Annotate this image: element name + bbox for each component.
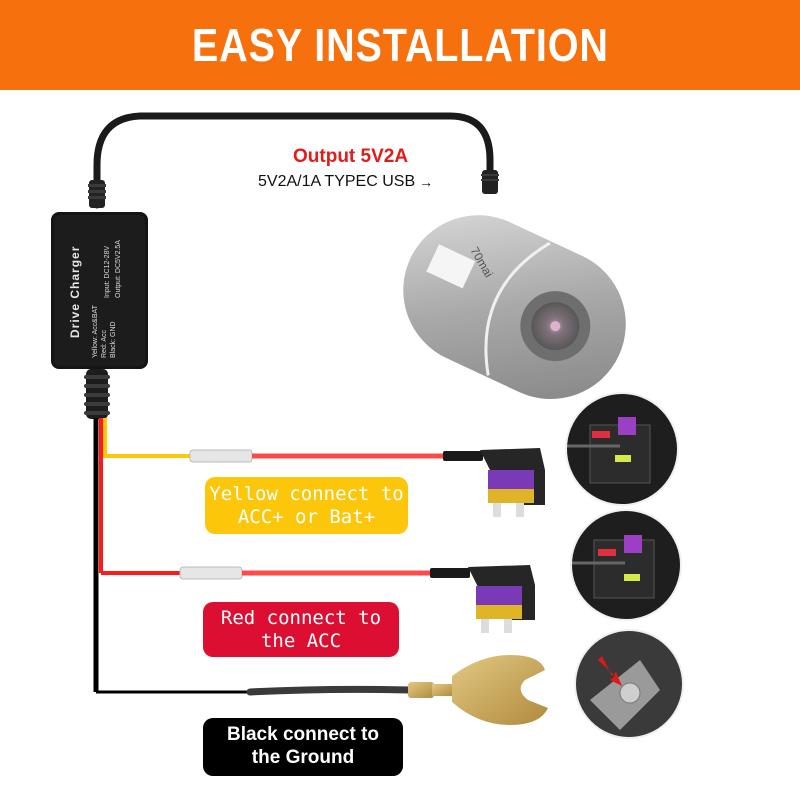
module-input-spec: Input: DC12-28V [104,245,111,298]
module-output-spec: Output: DC5V2.5A [115,240,122,298]
black-label-line2: the Ground [251,747,355,768]
output-spec: 5V2A/1A TYPEC USB [258,173,416,190]
red-arrow-icon [598,656,622,686]
module-legend-yellow: Yellow: Acc&BAT [92,305,99,358]
red-label-line1: Red connect to [220,606,382,629]
usb-c-plug [482,170,498,194]
ground-terminal [246,655,548,725]
red-fuse-tap [179,565,535,633]
red-label-line2: the ACC [260,629,342,652]
output-subtitle: 5V2A/1A TYPEC USB → [258,173,433,191]
output-title: Output 5V2A [293,146,409,167]
red-wire-label: Red connect to the ACC [203,602,399,657]
header-banner: EASY INSTALLATION [0,0,800,90]
yellow-wire-label: Yellow connect to ACC+ or Bat+ [205,477,408,534]
arrow-right-icon: → [419,174,434,190]
photo-fuse-box-1 [565,392,679,506]
module-name: Drive Charger [68,245,82,338]
yellow-fuse-tap [189,448,545,517]
usb-cable [88,112,499,209]
module-legend-red: Red: Acc [101,329,108,358]
wire-bundle [93,418,250,694]
dashcam-image: 70mai [403,215,626,400]
yellow-label-line1: Yellow connect to [209,482,404,505]
photo-fuse-box-2 [570,509,682,621]
yellow-label-line2: ACC+ or Bat+ [237,505,376,528]
drive-charger-module [51,212,148,419]
black-label-line1: Black connect to [226,724,380,746]
black-wire-label: Black connect to the Ground [203,718,403,776]
module-legend-black: Black: GND [110,321,117,358]
page-title: EASY INSTALLATION [191,19,609,71]
photo-ground-bolt [574,629,684,739]
